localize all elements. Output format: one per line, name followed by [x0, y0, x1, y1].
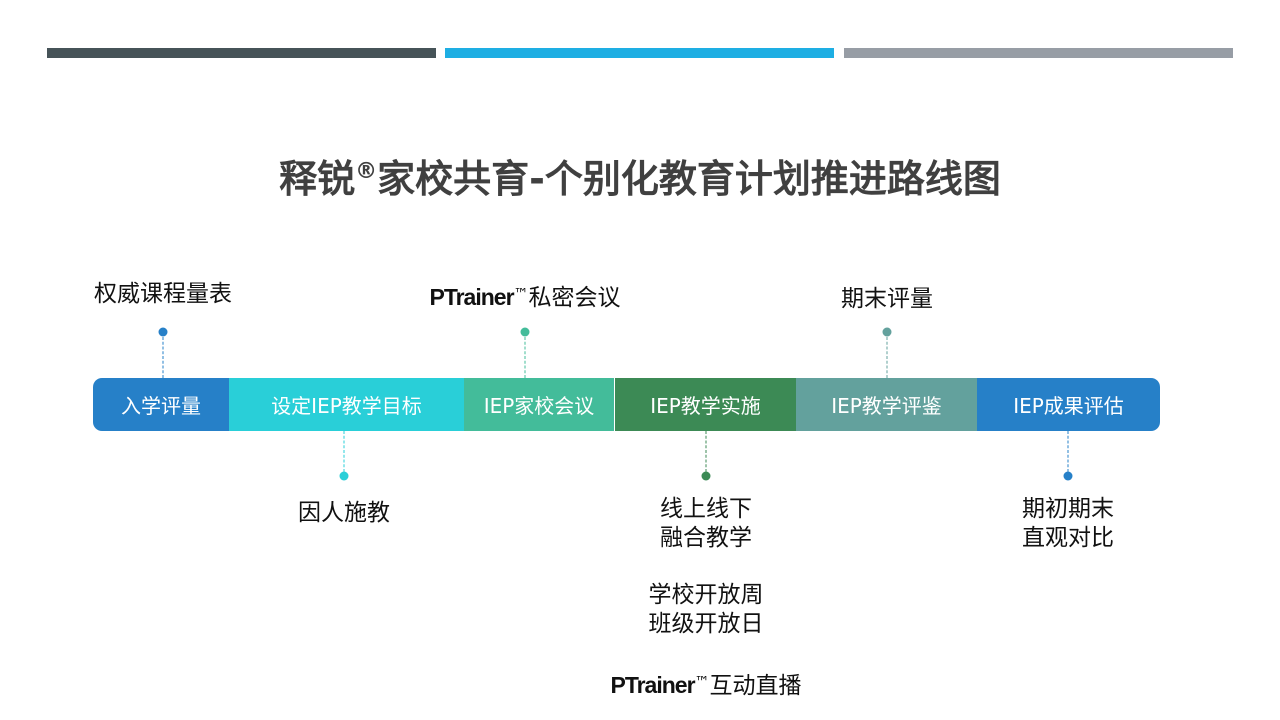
- annotation-blended-teaching: 线上线下 融合教学: [660, 496, 752, 551]
- registered-mark: ®: [355, 159, 378, 184]
- marker-dot: [882, 327, 892, 337]
- top-bar-blue: [445, 48, 834, 58]
- marker-dot: [1063, 471, 1073, 481]
- stage-intake-assessment: 入学评量: [93, 378, 229, 431]
- top-bar-dark: [47, 48, 436, 58]
- connector-line: [162, 337, 164, 378]
- annotation-individualized: 因人施教: [298, 500, 390, 526]
- annotation-live-stream: PTrainer™互动直播: [610, 672, 802, 699]
- annotation-private-meeting: PTrainer™私密会议: [429, 284, 621, 311]
- connector-line: [524, 337, 526, 378]
- marker-dot: [339, 471, 349, 481]
- timeline-bar: 入学评量 设定IEP教学目标 IEP家校会议 IEP教学实施 IEP教学评鉴 I…: [93, 378, 1160, 431]
- stage-implementation: IEP教学实施: [614, 378, 796, 431]
- stage-set-goals: 设定IEP教学目标: [229, 378, 464, 431]
- marker-dot: [158, 327, 168, 337]
- connector-line: [1067, 431, 1069, 472]
- stage-evaluation: IEP教学评鉴: [796, 378, 977, 431]
- annotation-comparison: 期初期末 直观对比: [1022, 496, 1114, 551]
- marker-dot: [520, 327, 530, 337]
- marker-dot: [701, 471, 711, 481]
- annotation-final-assessment: 期末评量: [841, 286, 933, 312]
- connector-line: [705, 431, 707, 472]
- stage-home-school-meeting: IEP家校会议: [464, 378, 614, 431]
- stage-outcome-assessment: IEP成果评估: [977, 378, 1160, 431]
- connector-line: [343, 431, 345, 472]
- top-bar-gray: [844, 48, 1233, 58]
- connector-line: [886, 337, 888, 378]
- annotation-course-scale: 权威课程量表: [94, 281, 232, 307]
- annotation-open-week: 学校开放周 班级开放日: [648, 582, 764, 637]
- page-title: 释锐®家校共育-个别化教育计划推进路线图: [279, 157, 1001, 201]
